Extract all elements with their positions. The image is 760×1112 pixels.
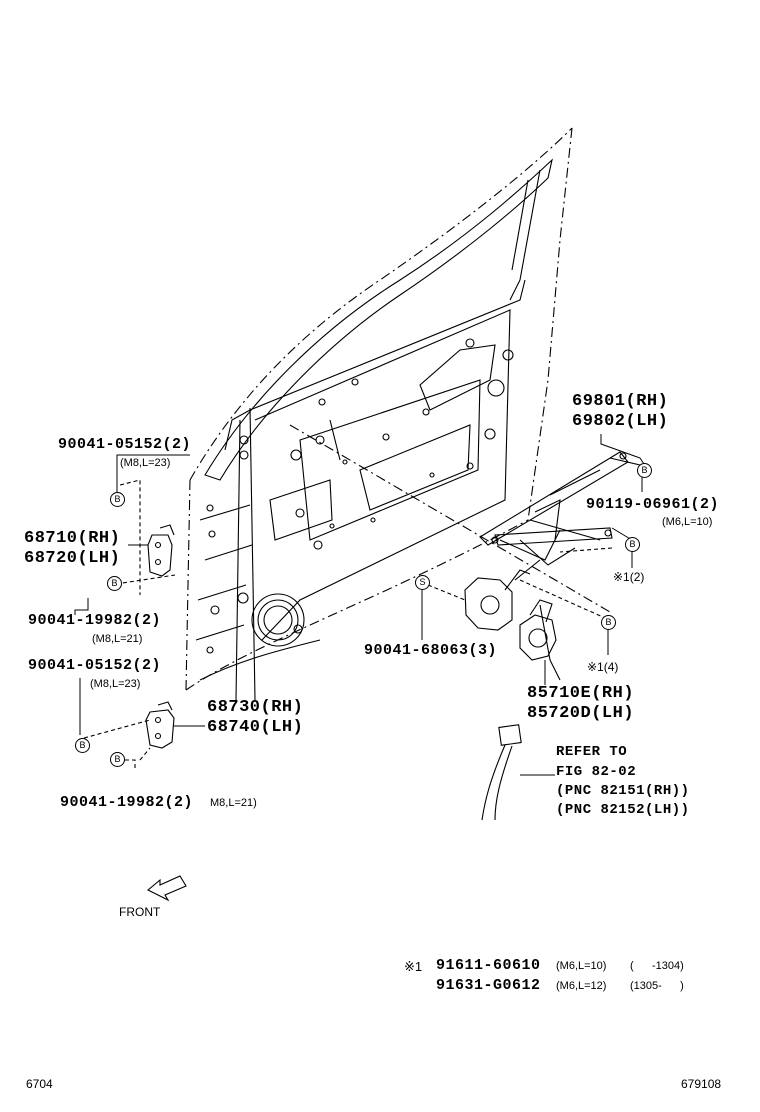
note-mark-1-2: ※1(2) [613,570,645,584]
part-bolt-05152-upper-spec: (M8,L=23) [120,457,171,469]
window-regulator [479,451,641,581]
part-bolt-05152-lower-spec: (M8,L=23) [90,678,141,690]
note-row2-spec: (M6,L=12) [556,980,607,992]
footer-page-code: 6704 [26,1077,53,1091]
part-motor-rh: 85710E(RH) [527,684,635,703]
bolt-b-badge: B [110,492,125,507]
part-bolt-05152-upper: 90041-05152(2) [58,436,192,453]
part-regulator-lh: 69802(LH) [572,412,669,431]
note-row1-spec: (M6,L=10) [556,960,607,972]
note-row1-range: ( -1304) [630,960,684,972]
lower-hinge [145,701,205,749]
door-inner-panel [195,158,553,701]
bolt-b-badge: B [625,537,640,552]
regulator-motor [464,569,561,681]
footer-figure-code: 679108 [681,1077,722,1091]
part-bolt-90119-spec: (M6,L=10) [662,516,713,528]
refer-line-3: (PNC 82151(RH)) [556,783,690,799]
bolt-b-badge: B [110,752,125,767]
screw-s-badge: S [415,575,430,590]
regulator-mount-line [289,424,611,613]
bolt-b-badge: B [637,463,652,478]
part-hinge-upper-lh: 68720(LH) [24,549,121,568]
refer-line-2: FIG 82-02 [556,764,637,780]
front-arrow-icon [147,875,187,902]
bolt-axis-lines [83,479,613,770]
bolt-b-badge: B [107,576,122,591]
door-panel-outline [185,127,573,691]
part-bolt-90119: 90119-06961(2) [586,496,720,513]
note-mark: ※1 [404,959,423,974]
part-screw-68063: 90041-68063(3) [364,642,498,659]
front-label: FRONT [119,905,161,919]
leader-lines [74,434,645,735]
part-bolt-19982-bottom-spec: M8,L=21) [210,797,257,809]
bolt-b-badge: B [75,738,90,753]
part-bolt-19982-bottom: 90041-19982(2) [60,794,194,811]
part-hinge-lower-lh: 68740(LH) [207,718,304,737]
bolt-b-badge: B [601,615,616,630]
refer-line-4: (PNC 82152(LH)) [556,802,690,818]
note-mark-1-4: ※1(4) [587,660,619,674]
part-bolt-19982-mid: 90041-19982(2) [28,612,162,629]
note-row1-part: 91611-60610 [436,957,541,974]
motor-wire-harness [481,724,555,821]
part-bolt-05152-lower: 90041-05152(2) [28,657,162,674]
part-bolt-19982-mid-spec: (M8,L=21) [92,633,143,645]
part-regulator-rh: 69801(RH) [572,392,669,411]
note-row2-part: 91631-G0612 [436,977,541,994]
refer-line-1: REFER TO [556,744,628,760]
part-motor-lh: 85720D(LH) [527,704,635,723]
note-row2-range: (1305- ) [630,980,684,992]
upper-hinge [128,524,175,577]
part-hinge-upper-rh: 68710(RH) [24,529,121,548]
part-hinge-lower-rh: 68730(RH) [207,698,304,717]
